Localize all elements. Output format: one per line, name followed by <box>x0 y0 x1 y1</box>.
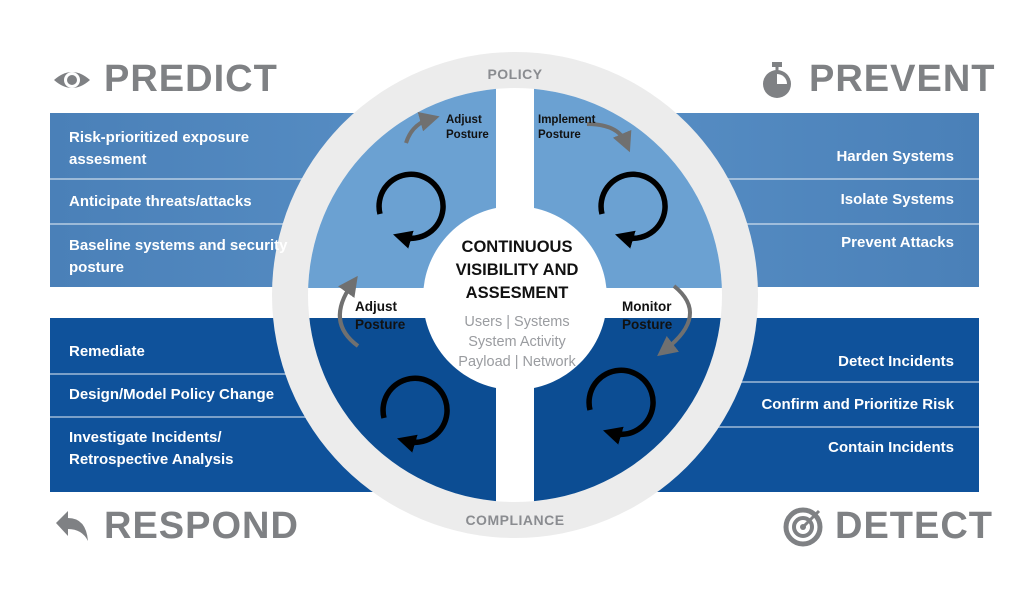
posture-label-top-left: Adjust Posture <box>446 114 489 141</box>
predict-title: PREDICT <box>104 58 278 100</box>
posture-label-mid-left: Adjust Posture <box>355 299 406 332</box>
detect-item: Detect Incidents <box>838 353 954 370</box>
center-subtitle: Users | Systems System Activity Payload … <box>458 314 576 370</box>
divider <box>690 381 979 383</box>
divider <box>50 178 350 180</box>
respond-heading: RESPOND <box>52 505 299 548</box>
arrow-adjust-top <box>404 112 440 144</box>
detect-item: Confirm and Prioritize Risk <box>761 396 954 413</box>
prevent-item: Prevent Attacks <box>841 234 954 251</box>
divider <box>50 373 350 375</box>
prevent-heading: PREVENT <box>757 58 995 101</box>
detect-heading: DETECT <box>783 505 993 548</box>
eye-icon <box>54 71 90 88</box>
reply-arrow-icon <box>56 510 88 541</box>
arrow-adjust-left <box>337 275 360 348</box>
ring-label-compliance: COMPLIANCE <box>465 512 565 528</box>
arrow-implement <box>586 122 632 153</box>
divider <box>690 426 979 428</box>
prevent-title: PREVENT <box>809 58 996 100</box>
predict-item: Baseline systems and security posture <box>69 237 288 276</box>
predict-item: Risk-prioritized exposure assesment <box>69 129 250 168</box>
cycle-arrow-top-right <box>598 171 668 249</box>
ring-label-policy: POLICY <box>487 66 543 82</box>
divider <box>50 223 350 225</box>
center-circle <box>423 206 607 390</box>
detect-item: Contain Incidents <box>828 439 954 456</box>
detect-title: DETECT <box>835 505 993 547</box>
prevent-item: Isolate Systems <box>840 191 954 208</box>
respond-item: Design/Model Policy Change <box>69 386 275 403</box>
stopwatch-icon <box>763 61 791 98</box>
respond-item: Remediate <box>69 343 145 360</box>
posture-label-mid-right: Monitor Posture <box>622 299 673 332</box>
cycle-arrow-bottom-left <box>380 375 450 453</box>
respond-item: Investigate Incidents/ Retrospective Ana… <box>69 429 234 468</box>
center-title: CONTINUOUS VISIBILITY AND ASSESMENT <box>455 238 579 302</box>
prevent-item: Harden Systems <box>836 148 954 165</box>
divider <box>50 416 350 418</box>
divider <box>690 223 979 225</box>
target-icon <box>783 507 823 546</box>
cycle-arrow-bottom-right <box>586 367 656 445</box>
divider <box>690 178 979 180</box>
posture-label-top-right: Implement Posture <box>538 114 596 141</box>
predict-item: Anticipate threats/attacks <box>69 193 252 210</box>
arrow-monitor <box>657 284 692 357</box>
cycle-arrow-top-left <box>376 171 446 249</box>
predict-heading: PREDICT <box>52 58 278 101</box>
respond-title: RESPOND <box>104 505 299 547</box>
